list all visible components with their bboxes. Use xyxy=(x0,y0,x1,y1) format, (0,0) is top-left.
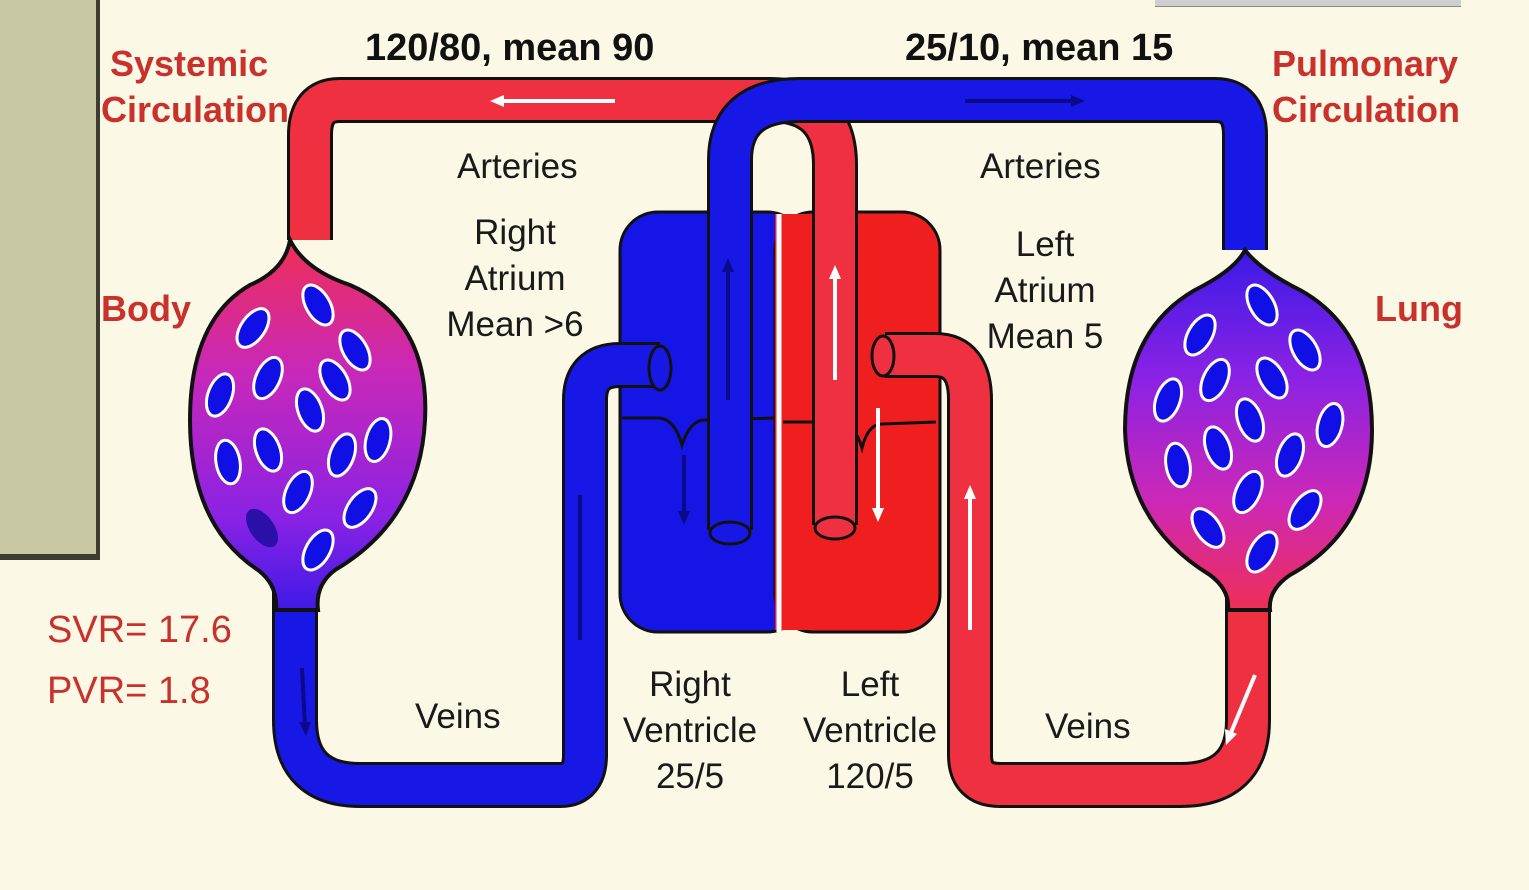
right-ventricle-label-line2: Ventricle xyxy=(623,711,757,750)
pvr-value: PVR= 1.8 xyxy=(47,670,211,712)
pulmonary-circulation-label-line1: Pulmonary xyxy=(1272,43,1458,84)
systemic-circulation-label-line2: Circulation xyxy=(101,89,289,130)
pulmonic-valve-opening xyxy=(710,522,750,544)
pulmonary-pressure-label: 25/10, mean 15 xyxy=(905,27,1173,69)
left-ventricle-label-line3: 120/5 xyxy=(826,757,914,796)
systemic-circulation-label-line1: Systemic xyxy=(110,43,268,84)
right-atrium-label-line2: Atrium xyxy=(464,259,565,298)
left-atrium-label-line2: Atrium xyxy=(994,271,1095,310)
body-label: Body xyxy=(101,288,191,329)
right-ventricle-label-line1: Right xyxy=(649,665,731,704)
right-atrium-label-line1: Right xyxy=(474,213,556,252)
pulmonary-circulation-label-line2: Circulation xyxy=(1272,89,1460,130)
right-atrium-label-line3: Mean >6 xyxy=(446,305,583,344)
left-atrium-label-line3: Mean 5 xyxy=(987,317,1104,356)
pulmonary-vein-opening xyxy=(872,336,894,376)
lung-label: Lung xyxy=(1375,288,1463,329)
left-ventricle-label-line2: Ventricle xyxy=(803,711,937,750)
vena-cava-opening xyxy=(649,346,671,390)
right-ventricle-label-line3: 25/5 xyxy=(656,757,724,796)
systemic-pressure-label: 120/80, mean 90 xyxy=(365,27,654,69)
veins-label-right: Veins xyxy=(1045,707,1131,746)
left-atrium-label-line1: Left xyxy=(1016,225,1075,264)
svr-value: SVR= 17.6 xyxy=(47,609,232,651)
arteries-label-right: Arteries xyxy=(980,147,1101,186)
left-ventricle-label-line1: Left xyxy=(841,665,900,704)
aortic-valve-opening xyxy=(815,517,855,539)
veins-label-left: Veins xyxy=(415,697,501,736)
arteries-label-left: Arteries xyxy=(457,147,578,186)
